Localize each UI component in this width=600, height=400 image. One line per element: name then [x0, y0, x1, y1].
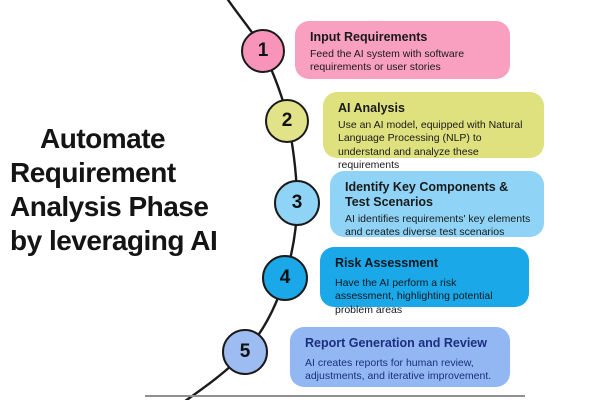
step-2-number: 2 [281, 110, 293, 131]
step-1-card: Input Requirements Feed the AI system wi… [295, 21, 510, 79]
step-5-number-badge: 5 [222, 329, 268, 375]
step-3-heading: Identify Key Components & Test Scenarios [345, 180, 509, 209]
step-3-card: Identify Key Components & Test Scenarios… [330, 171, 544, 239]
page-title-line: Analysis Phase [10, 190, 209, 222]
step-1-body: Feed the AI system with software require… [310, 48, 465, 74]
step-2-card: AI Analysis Use an AI model, equipped wi… [323, 92, 544, 171]
step-5-number: 5 [239, 341, 251, 362]
step-1-number: 1 [257, 40, 269, 61]
step-5-card: Report Generation and Review AI creates … [290, 327, 510, 387]
page-title-line: by leveraging AI [10, 224, 218, 256]
step-1-heading: Input Requirements [310, 30, 428, 44]
step-4-number: 4 [279, 267, 291, 288]
bottom-divider-line [145, 395, 525, 397]
step-4-card: Risk Assessment Have the AI perform a ri… [320, 247, 529, 316]
step-4-number-badge: 4 [262, 255, 308, 301]
page-title: Automate Requirement Analysis Phase by l… [10, 122, 310, 258]
step-3-number-badge: 3 [274, 180, 320, 226]
step-3-number: 3 [291, 192, 303, 213]
step-2-heading: AI Analysis [338, 101, 405, 115]
page-title-line: Automate [40, 122, 166, 154]
step-3-body: AI identifies requirements' key elements… [345, 213, 531, 239]
step-4-body: Have the AI perform a risk assessment, h… [335, 277, 493, 316]
step-2-body: Use an AI model, equipped with Natural L… [338, 119, 523, 172]
page-title-line: Requirement [10, 156, 176, 188]
step-2-number-badge: 2 [265, 99, 309, 143]
step-5-heading: Report Generation and Review [305, 336, 487, 350]
step-1-number-badge: 1 [241, 29, 285, 73]
step-5-body: AI creates reports for human review, adj… [305, 357, 492, 383]
step-4-heading: Risk Assessment [335, 256, 439, 270]
